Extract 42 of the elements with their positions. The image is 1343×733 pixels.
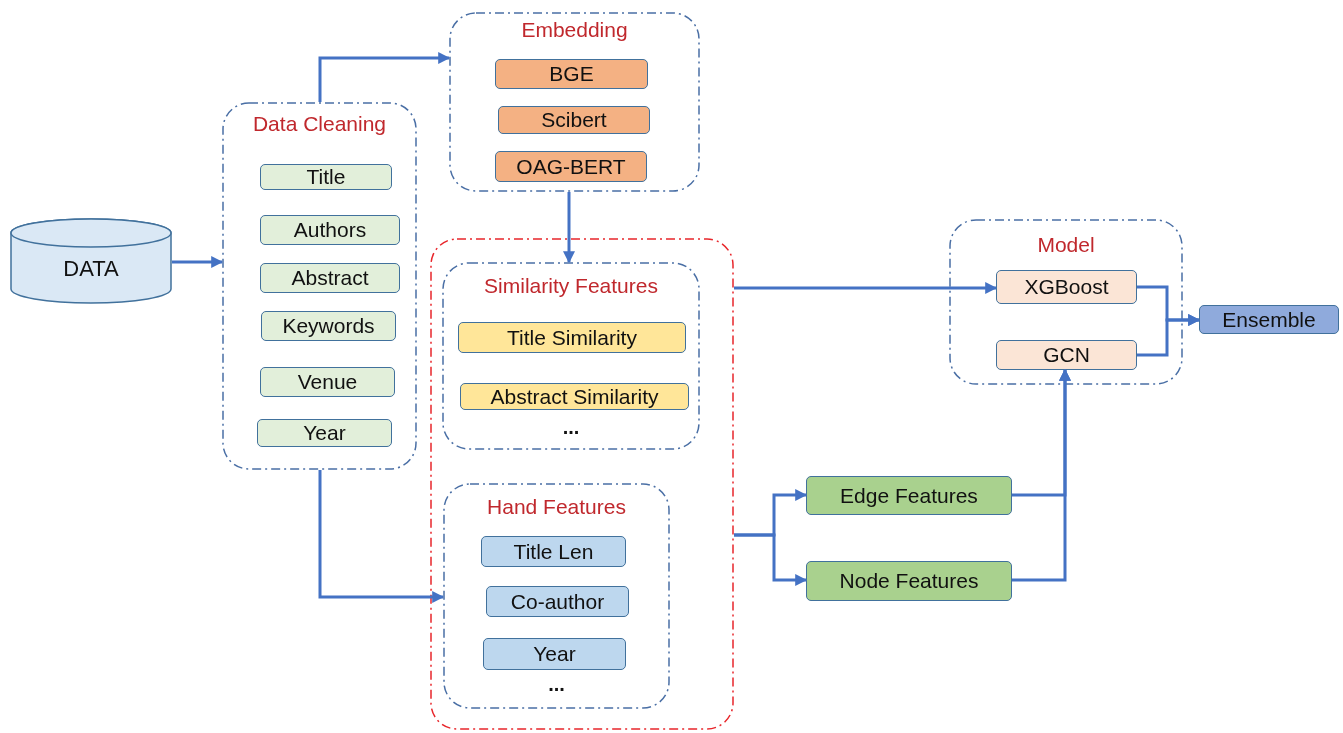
process-box: Abstract [260,263,400,293]
process-box: Abstract Similarity [460,383,689,410]
group-title: Hand Features [487,495,626,519]
group-title: Model [1037,233,1095,257]
group-panel [442,262,700,450]
process-box: Keywords [261,311,396,341]
group-panel [222,102,417,470]
arrow [734,282,998,294]
process-box: Node Features [806,561,1012,601]
process-box: Year [257,419,392,447]
process-box: Scibert [498,106,650,134]
process-box: Ensemble [1199,305,1339,334]
process-box: Co-author [486,586,629,617]
arrow [172,256,224,268]
process-box: Authors [260,215,400,245]
process-box: Title Len [481,536,626,567]
group-title: Similarity Features [484,274,658,298]
group-panel [949,219,1183,385]
process-box: Venue [260,367,395,397]
group-title: Embedding [521,18,628,42]
process-box: Title Similarity [458,322,686,353]
ellipsis: ... [548,673,565,696]
process-box: XGBoost [996,270,1137,304]
ellipsis: ... [562,416,580,439]
database-cylinder [10,218,172,304]
arrow [1012,368,1071,582]
process-box: BGE [495,59,648,89]
arrow [318,52,451,102]
group-panel [443,483,670,709]
process-box: Year [483,638,626,670]
node-label: DATA [63,256,119,282]
arrow [563,192,575,264]
process-box: Edge Features [806,476,1012,515]
group-panel [449,12,700,192]
process-box: Title [260,164,392,190]
arrow [734,533,808,586]
outer-group-panel [430,238,734,730]
process-box: OAG-BERT [495,151,647,182]
arrow [318,470,445,603]
group-title: Data Cleaning [252,112,387,136]
arrow [1137,314,1201,357]
process-box: GCN [996,340,1137,370]
